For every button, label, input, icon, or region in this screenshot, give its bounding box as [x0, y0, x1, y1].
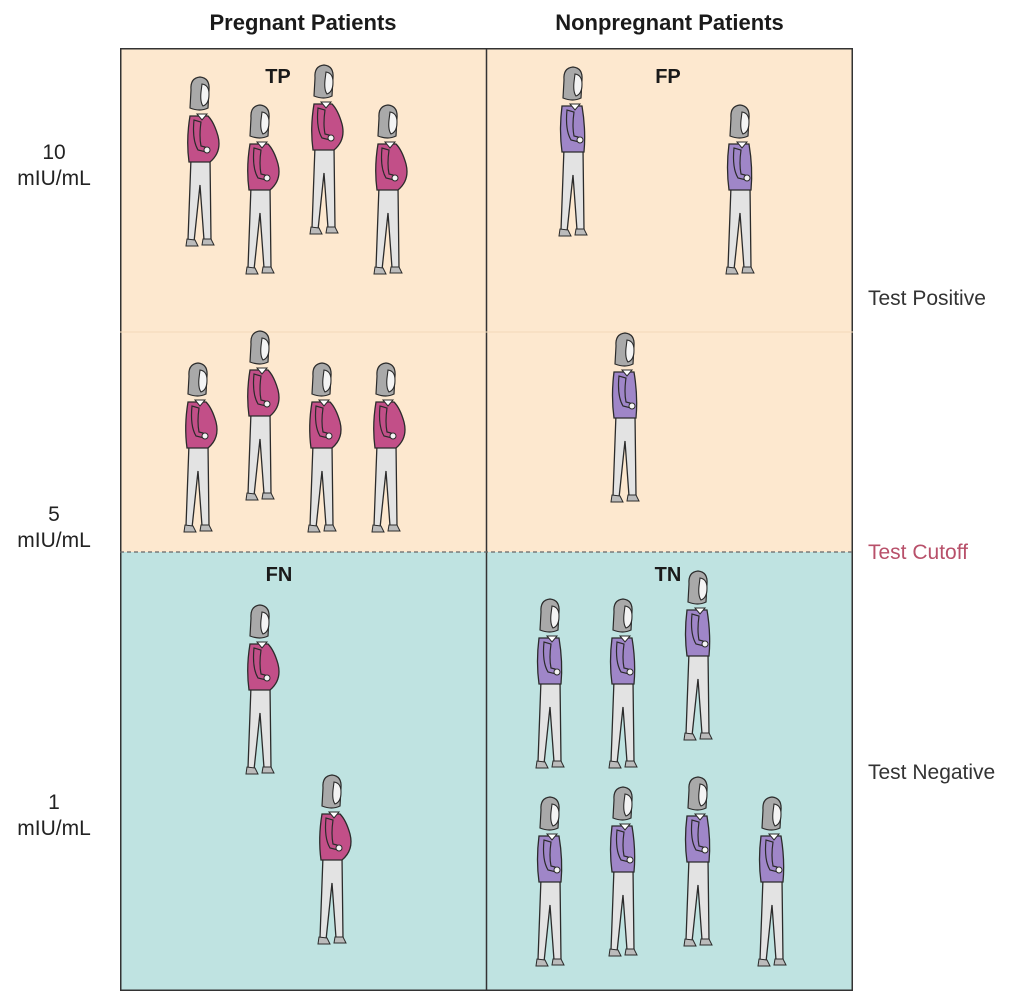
nonpregnant-patient-figure [726, 105, 754, 274]
nonpregnant-patient-figure [684, 571, 712, 740]
level-label-5: 5 mIU/mL [0, 502, 108, 554]
contingency-panel: TP FP FN TN [120, 48, 853, 991]
column-header-pregnant: Pregnant Patients [120, 10, 486, 36]
level-label-1: 1 mIU/mL [0, 790, 108, 842]
column-header-nonpregnant: Nonpregnant Patients [486, 10, 853, 36]
nonpregnant-patient-figure [609, 787, 637, 956]
level-value: 10 [0, 140, 108, 166]
test-negative-label: Test Negative [868, 761, 995, 785]
pregnant-patient-figure [308, 363, 341, 532]
pregnant-patient-figure [310, 65, 343, 234]
pregnant-patient-figure [374, 105, 407, 274]
level-unit: mIU/mL [0, 166, 108, 192]
nonpregnant-patient-figure [536, 599, 564, 768]
pregnant-patient-figure [246, 105, 279, 274]
pregnant-patient-figure [246, 331, 279, 500]
nonpregnant-patient-figure [536, 797, 564, 966]
level-unit: mIU/mL [0, 816, 108, 842]
patient-figures [120, 48, 853, 991]
pregnant-patient-figure [246, 605, 279, 774]
pregnant-patient-figure [318, 775, 351, 944]
pregnant-patient-figure [186, 77, 219, 246]
nonpregnant-patient-figure [684, 777, 712, 946]
nonpregnant-patient-figure [609, 599, 637, 768]
nonpregnant-patient-figure [559, 67, 587, 236]
pregnant-patient-figure [184, 363, 217, 532]
nonpregnant-patient-figure [611, 333, 639, 502]
level-value: 1 [0, 790, 108, 816]
pregnant-patient-figure [372, 363, 405, 532]
nonpregnant-patient-figure [758, 797, 786, 966]
level-value: 5 [0, 502, 108, 528]
level-label-10: 10 mIU/mL [0, 140, 108, 192]
test-cutoff-label: Test Cutoff [868, 541, 968, 565]
test-positive-label: Test Positive [868, 287, 986, 311]
level-unit: mIU/mL [0, 528, 108, 554]
